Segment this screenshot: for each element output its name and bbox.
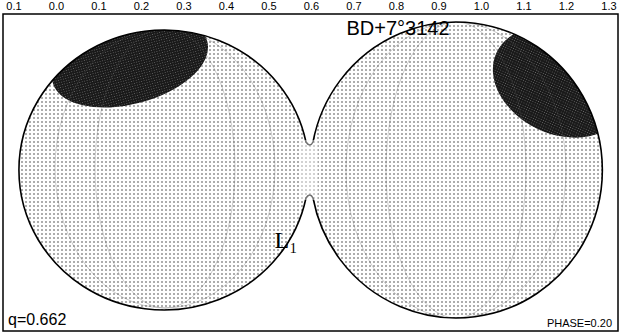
axis-tick-label: 1.3 bbox=[601, 1, 616, 12]
axis-tick-label: 0.7 bbox=[346, 1, 361, 12]
lagrange-point-label: L₁ bbox=[274, 228, 297, 252]
axis-tick-label: 0.8 bbox=[389, 1, 404, 12]
star-name: BD+7°3142 bbox=[346, 18, 449, 38]
axis-tick-label: 0.9 bbox=[431, 1, 446, 12]
axis-tick-label: 1.2 bbox=[559, 1, 574, 12]
axis-tick-label: 0.6 bbox=[304, 1, 319, 12]
axis-tick-label: 0.3 bbox=[176, 1, 191, 12]
axis-tick-label: 1.1 bbox=[516, 1, 531, 12]
axis-tick-label: 0.1 bbox=[91, 1, 106, 12]
axis-tick-label: 1.0 bbox=[474, 1, 489, 12]
axis-tick-label: 0.5 bbox=[261, 1, 276, 12]
axis-tick-label: 0.1 bbox=[6, 1, 21, 12]
axis-tick-label: 0.2 bbox=[134, 1, 149, 12]
axis-tick-label: 0.4 bbox=[219, 1, 234, 12]
star-outline bbox=[19, 22, 602, 318]
axis-tick-label: 0.0 bbox=[49, 1, 64, 12]
neck-region bbox=[300, 140, 318, 200]
mass-ratio: q=0.662 bbox=[8, 312, 66, 328]
phase-label: PHASE=0.20 bbox=[547, 318, 612, 329]
left-spot bbox=[42, 1, 218, 124]
